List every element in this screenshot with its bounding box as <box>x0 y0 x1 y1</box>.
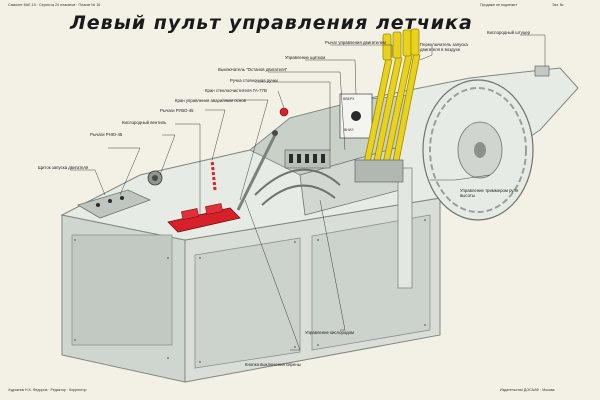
red-handle-1 <box>180 208 200 220</box>
label-throttle-lever: Рычаг управления двигателем <box>325 40 386 45</box>
label-rukr-lever: Рычаги РУВО-45 <box>160 108 194 113</box>
red-striped-lever <box>210 159 217 191</box>
label-engine-start-switch: Переключатель запуска двигателя в воздух… <box>420 42 468 52</box>
knob-text-bottom: ВНИЗ <box>344 128 354 132</box>
red-handle-2 <box>204 203 224 215</box>
label-parking-brake: Ручка стояночная ручки <box>230 78 278 83</box>
label-engine-start-panel: Щиток запуска двигателя <box>38 165 89 170</box>
side-inset-1 <box>194 237 301 369</box>
header-price: Экз. № <box>552 3 564 7</box>
poster-title: Левый пульт управления летчика <box>70 12 473 34</box>
label-oxygen-valve: Кислородный штуцер <box>487 30 531 35</box>
red-knob <box>279 107 289 117</box>
knob-text-top: ВВЕРХ <box>343 97 355 101</box>
leader-lines <box>70 34 546 351</box>
label-siren-button: Кнопка выключения сирены <box>245 362 301 367</box>
throttle-quadrant <box>354 159 404 183</box>
lever-guard <box>254 168 341 196</box>
footer-right-text: Издательство ДОСААФ · Москва <box>500 388 555 392</box>
label-gas-switch: Выключатель "Останов двигателя" <box>218 67 288 72</box>
label-trim-wheel: Управление триммером руля высоты <box>460 188 519 198</box>
footer-left-text: Художник Н.К. Федоров · Редактор · Корре… <box>8 388 87 392</box>
header-right-text: Продаже не подлежит <box>480 3 518 7</box>
front-inset-panel <box>71 234 173 346</box>
label-ruu-lever: Рычаги РНЮ-45 <box>90 132 123 137</box>
oxygen-fitting <box>534 65 550 77</box>
label-undercarriage-tap: Кран управления аварийным основ <box>175 98 246 103</box>
label-oxygen-valve2: Кислородный вентиль <box>122 120 167 125</box>
label-starter-tap: Кран стеклоочистителя ГА-77В <box>205 88 267 93</box>
header-left-text: Самолет МиГ-15 · Серия из 24 плакатов · … <box>8 3 101 7</box>
label-oxygen-control: Управление кислородом <box>305 330 354 335</box>
latch-plate <box>397 167 413 289</box>
long-lever <box>236 134 277 211</box>
label-flap-lever: Управление щитком <box>285 55 326 60</box>
engine-start-panel <box>77 189 152 219</box>
throttle-levers <box>361 28 421 173</box>
